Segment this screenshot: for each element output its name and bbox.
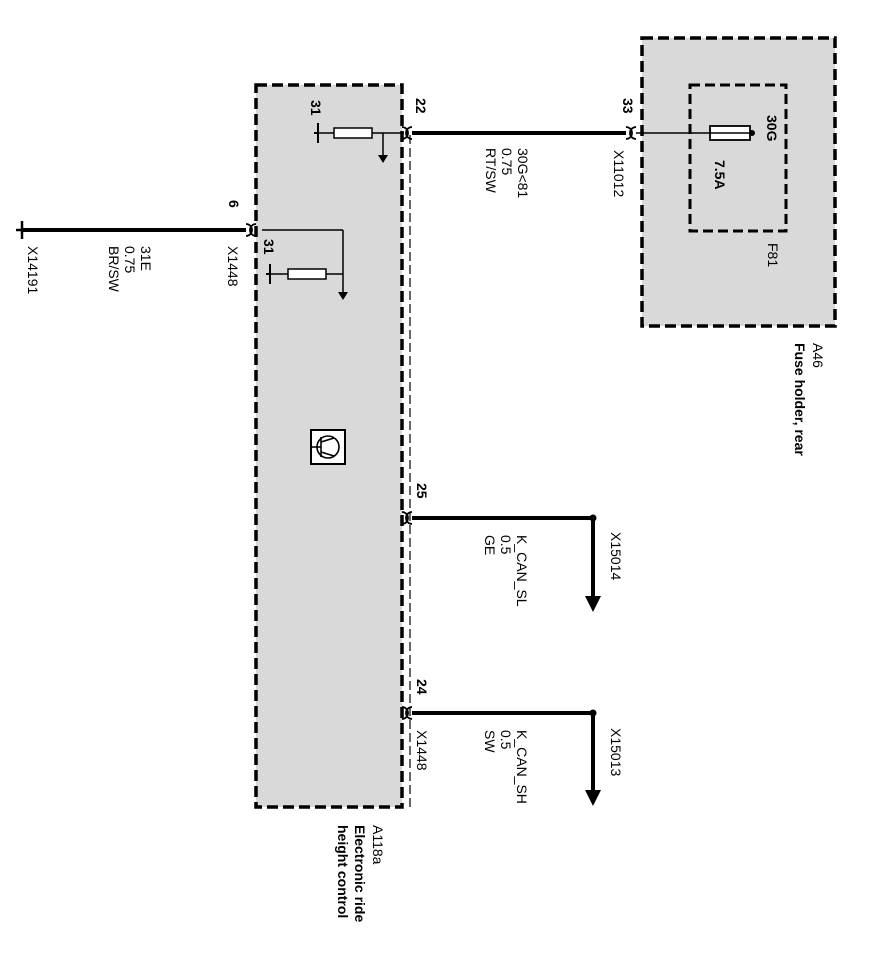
module-a118a-name-line2: height control <box>335 825 351 918</box>
connector-x15014: X15014 <box>608 532 624 580</box>
wire-can-low-signal: K_CAN_SL <box>514 535 530 607</box>
connector-x14191: X14191 <box>25 246 41 294</box>
ground-31-top-label: 31 <box>308 100 324 116</box>
module-a118a-name-line1: Electronic ride <box>352 825 368 922</box>
pin-25-label: 25 <box>414 483 430 499</box>
connector-x15013: X15013 <box>608 728 624 776</box>
pin-24-label: 24 <box>414 679 430 695</box>
wire-supply-gauge: 0.75 <box>499 148 515 175</box>
fuse-rating: 7.5A <box>712 160 728 190</box>
connector-x1448-top: X1448 <box>225 246 241 287</box>
wire-ground-color: BR/SW <box>106 246 122 293</box>
pin-6-label: 6 <box>226 200 242 208</box>
wire-can-high-color: SW <box>482 730 498 753</box>
wire-can-high-signal: K_CAN_SH <box>514 730 530 804</box>
internal-resistor-mid <box>262 229 348 300</box>
wire-supply-signal: 30G<81 <box>515 148 531 198</box>
fuse-f81-symbol <box>636 125 755 141</box>
wire-ground-31e <box>16 221 257 239</box>
fuse-f81-box <box>688 83 788 233</box>
control-unit-icon <box>310 429 346 465</box>
ground-symbol-31-top <box>314 123 319 143</box>
fuse-terminal-30g: 30G <box>764 115 780 142</box>
fuse-holder-name: Fuse holder, rear <box>792 343 808 456</box>
wire-can-low-gauge: 0.5 <box>498 535 514 555</box>
wire-ground-signal: 31E <box>138 246 154 271</box>
wire-can-high <box>401 706 601 806</box>
wire-can-high-gauge: 0.5 <box>498 730 514 750</box>
fuse-holder-id: A46 <box>810 343 826 368</box>
connector-x1448-bottom: X1448 <box>414 730 430 771</box>
wire-ground-gauge: 0.75 <box>122 246 138 273</box>
fuse-id-f81: F81 <box>765 243 781 267</box>
ground-symbol-31-mid <box>266 264 271 284</box>
wire-supply-30g <box>401 126 637 140</box>
wire-can-low-color: GE <box>482 535 498 555</box>
pin-22-label: 22 <box>413 98 429 114</box>
wire-can-low <box>401 511 601 612</box>
wire-supply-color: RT/SW <box>483 148 499 194</box>
internal-resistor-top <box>318 127 404 163</box>
connector-x11012: X11012 <box>611 150 627 197</box>
pin-33-label: 33 <box>620 98 636 114</box>
ground-31-mid-label: 31 <box>261 239 277 255</box>
module-a118a-id: A118a <box>370 825 386 865</box>
